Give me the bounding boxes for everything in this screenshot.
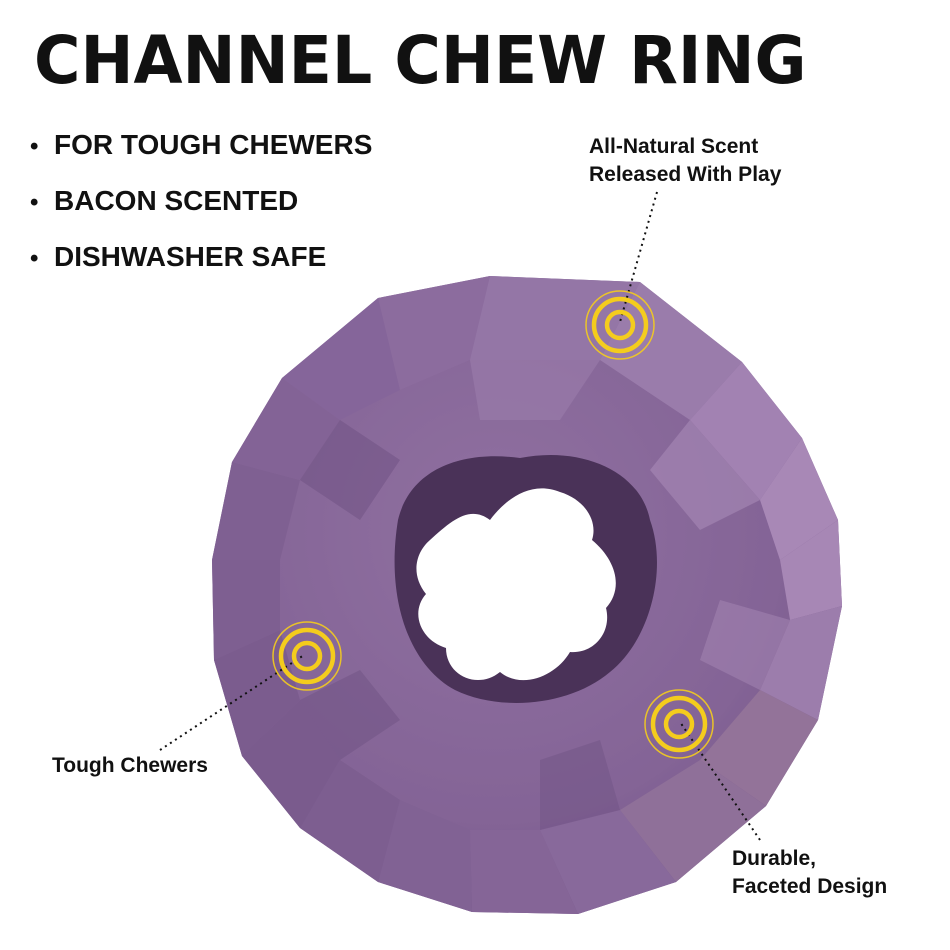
feature-item: • FOR TOUGH CHEWERS <box>30 118 372 174</box>
callout-durable-line2: Faceted Design <box>732 875 888 898</box>
feature-list: • FOR TOUGH CHEWERS • BACON SCENTED • DISHW… <box>30 118 372 286</box>
feature-item: • DISHWASHER SAFE <box>30 230 372 286</box>
callout-tough-line1: Tough Chewers <box>52 754 208 777</box>
callout-durable-line1: Durable, <box>732 847 817 870</box>
bullet-dot: • <box>30 133 39 160</box>
feature-label: FOR TOUGH CHEWERS <box>54 129 373 160</box>
feature-label: DISHWASHER SAFE <box>54 241 327 272</box>
target-ring-icon <box>585 290 655 360</box>
chew-ring-hole <box>394 454 657 703</box>
callout-scent-line2: Released With Play <box>589 163 782 186</box>
target-ring-icon <box>644 689 714 759</box>
page-title: CHANNEL CHEW RING <box>34 22 807 99</box>
target-ring-icon <box>272 621 342 691</box>
feature-item: • BACON SCENTED <box>30 174 372 230</box>
callout-durable: Durable, Faceted Design <box>732 845 887 901</box>
callout-scent: All-Natural Scent Released With Play <box>589 133 781 189</box>
callout-scent-line1: All-Natural Scent <box>589 135 759 158</box>
leader-scent <box>619 191 658 323</box>
feature-label: BACON SCENTED <box>54 185 299 216</box>
bullet-dot: • <box>30 189 39 216</box>
bullet-dot: • <box>30 245 39 272</box>
callout-tough: Tough Chewers <box>52 752 208 780</box>
callout-leaders <box>159 191 761 841</box>
